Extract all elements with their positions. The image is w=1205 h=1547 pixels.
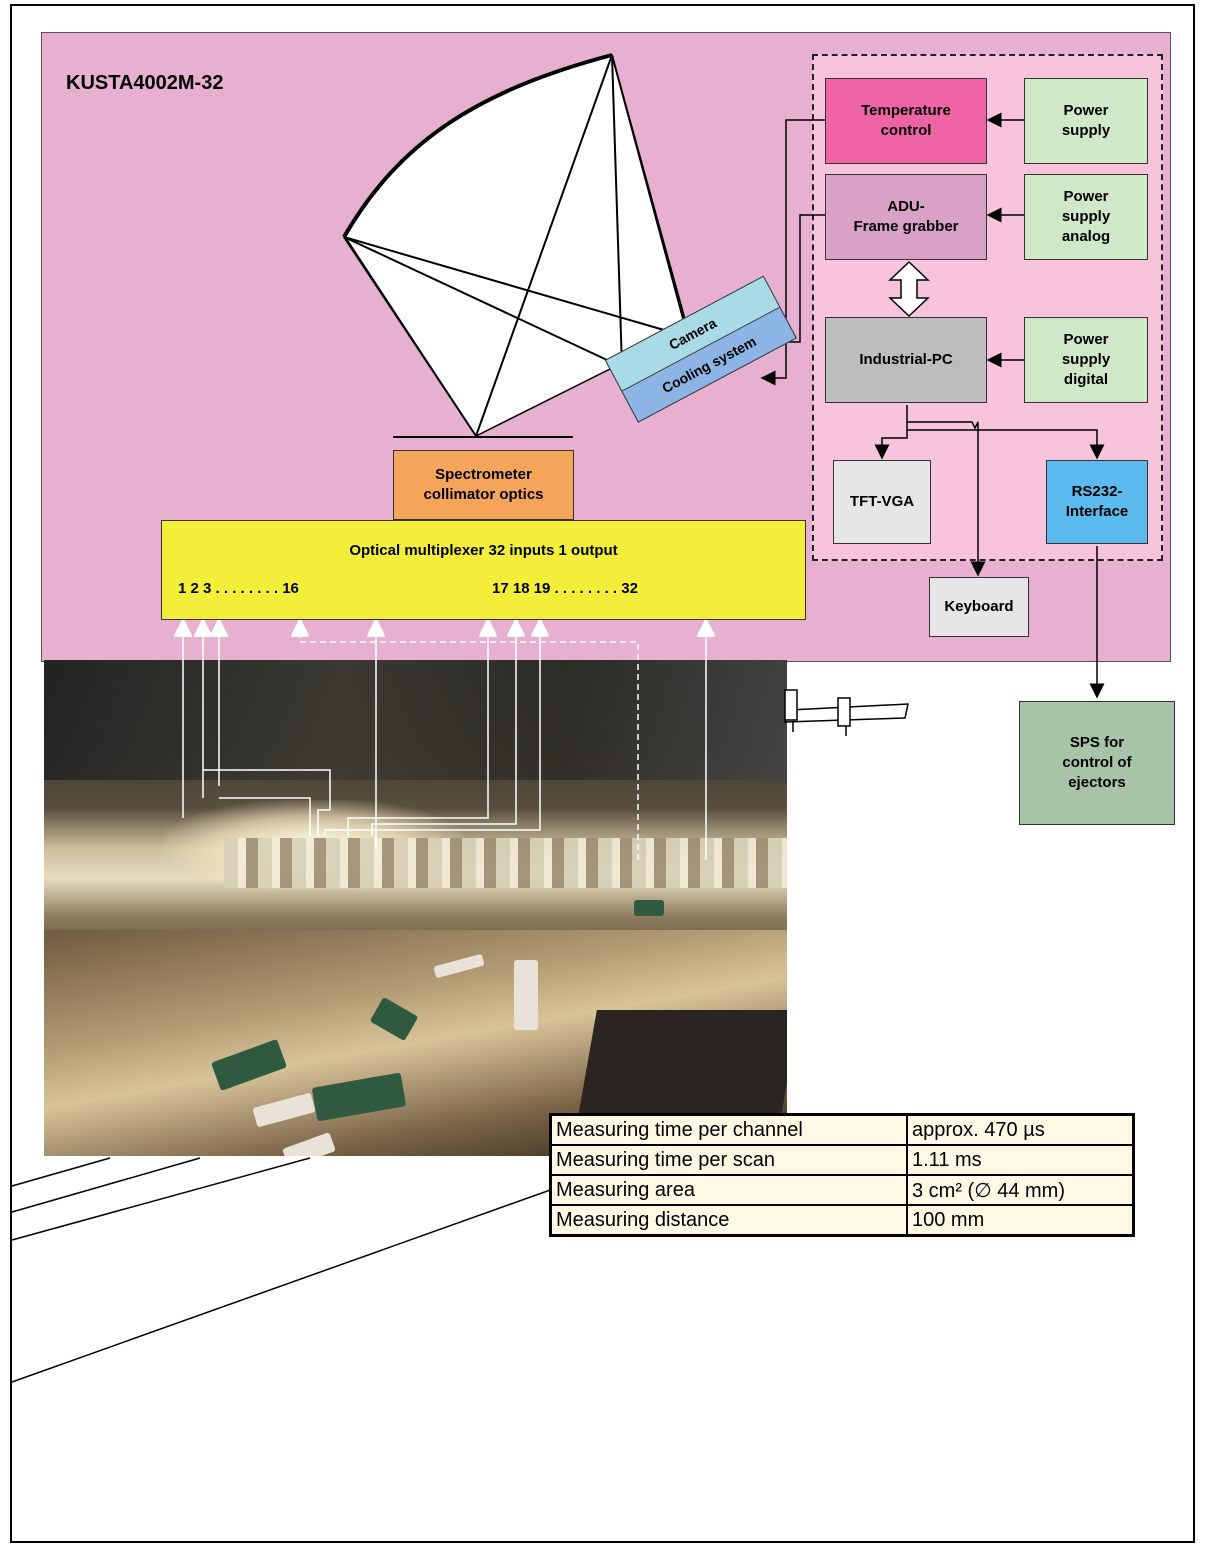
parameter-value: approx. 470 µs xyxy=(907,1115,1134,1146)
table-row: Measuring time per scan 1.11 ms xyxy=(551,1145,1134,1175)
table-row: Measuring time per channel approx. 470 µ… xyxy=(551,1115,1134,1146)
adu-pc-bus-arrow xyxy=(890,262,928,316)
rs232-interface-block: RS232- Interface xyxy=(1046,460,1148,544)
measurement-parameters-table: Measuring time per channel approx. 470 µ… xyxy=(549,1113,1135,1237)
parameter-label: Measuring time per channel xyxy=(551,1115,908,1146)
parameter-label: Measuring time per scan xyxy=(551,1145,908,1175)
power-supply-block: Power supply xyxy=(1024,78,1148,164)
ejector-nozzles xyxy=(785,690,908,736)
adu-frame-grabber-block: ADU- Frame grabber xyxy=(825,174,987,260)
perspective-lines xyxy=(12,1158,640,1382)
parameter-label: Measuring distance xyxy=(551,1205,908,1236)
temperature-control-block: Temperature control xyxy=(825,78,987,164)
table-row: Measuring area 3 cm² (∅ 44 mm) xyxy=(551,1175,1134,1205)
fibre-lines xyxy=(183,622,706,860)
channel-numbers-right: 17 18 19 . . . . . . . . 32 xyxy=(492,580,638,597)
keyboard-block: Keyboard xyxy=(929,577,1029,637)
channel-numbers-left: 1 2 3 . . . . . . . . 16 xyxy=(178,580,299,597)
parameter-label: Measuring area xyxy=(551,1175,908,1205)
spectrometer-collimator-block: Spectrometer collimator optics xyxy=(393,450,574,520)
parameter-value: 100 mm xyxy=(907,1205,1134,1236)
power-arrows xyxy=(988,120,1024,360)
power-supply-digital-block: Power supply digital xyxy=(1024,317,1148,403)
tft-vga-block: TFT-VGA xyxy=(833,460,931,544)
pc-output-wires xyxy=(882,405,1097,697)
table-row: Measuring distance 100 mm xyxy=(551,1205,1134,1236)
parameter-value: 3 cm² (∅ 44 mm) xyxy=(907,1175,1134,1205)
sps-ejector-control-block: SPS for control of ejectors xyxy=(1019,701,1175,825)
optical-multiplexer-block: Optical multiplexer 32 inputs 1 output xyxy=(161,520,806,620)
power-supply-analog-block: Power supply analog xyxy=(1024,174,1148,260)
parameter-value: 1.11 ms xyxy=(907,1145,1134,1175)
industrial-pc-block: Industrial-PC xyxy=(825,317,987,403)
